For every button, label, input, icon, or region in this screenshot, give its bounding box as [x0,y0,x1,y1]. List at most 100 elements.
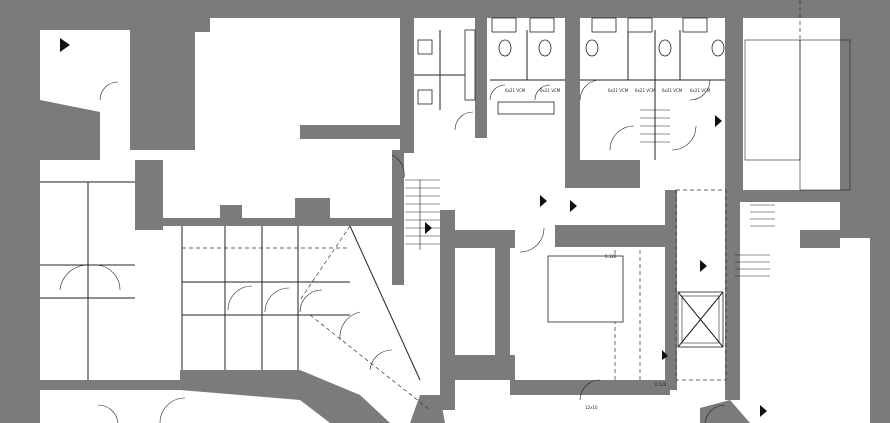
wall-east-stub [800,230,840,248]
door-swing-10 [519,227,545,253]
toilet-tank-5 [682,17,708,33]
toilet-bowl-1 [498,39,512,57]
wall-se-stub [700,400,750,423]
door-swing-7 [369,349,393,371]
wall-east-room [725,18,743,193]
dash-3 [299,225,351,301]
elevator [677,291,724,348]
door-swing-15 [454,111,474,131]
wall-corridor-north [300,125,400,139]
wall-left [0,0,22,423]
arrow-symbol-5 [700,260,707,272]
room-table [547,255,624,323]
interior-walls [22,150,840,423]
toilet-bowl-3 [585,39,599,57]
door-swing-4 [264,287,290,313]
arrow-symbol-1 [60,38,70,52]
door-swing-3 [227,285,253,311]
symbols [60,38,767,417]
toilet-bowl-2 [538,39,552,57]
arrow-symbol-3 [540,195,547,207]
label-wc-4: 6x21 VCM [635,88,656,93]
wall-east-sub [740,190,840,202]
door-swing-20 [579,379,601,401]
washbasin-1 [417,39,433,55]
wall-mid-horizontal [162,218,392,226]
wall-east-column [840,18,870,238]
wall-room-south [510,380,670,395]
door-swing-2 [94,264,121,291]
arrow-symbol-8 [662,350,668,360]
door-swing-21 [704,404,726,423]
wall-stair-west [392,150,404,285]
arrow-symbol-6 [715,115,722,127]
wall-shaft-top [455,230,515,248]
arrow-symbol-7 [760,405,767,417]
arrow-symbol-4 [570,200,577,212]
door-swing-12 [671,125,697,151]
stairs [405,109,775,277]
label-room-2: 0.120 [655,382,667,387]
staircase-east [735,204,775,277]
toilet-tank-3 [591,17,617,33]
wall-wc-east [565,18,580,188]
wall-elevator-east [725,190,740,400]
wall-right [870,0,890,423]
staircase-center [405,179,440,250]
door-swing-18 [391,154,405,179]
arrow-symbol-2 [425,222,432,234]
toilet-bowl-5 [711,39,725,57]
door-swing-6 [339,311,361,341]
wall-south-left [40,380,180,390]
wall-shaft-west [440,210,455,410]
label-wc-2: 6x21 VCM [540,88,561,93]
elevator-cross-2 [677,291,724,348]
wall-north-stairs [130,18,210,150]
wall-room-north [555,225,665,247]
door-swing-13 [579,79,601,101]
label-wc-6: 6x21 VCM [690,88,711,93]
dash-elevator-frame [675,189,727,381]
dash-4 [309,314,431,411]
door-swing-1 [59,264,89,291]
door-swing-17 [534,84,551,101]
toilet-tank-2 [529,17,555,33]
washbasin-2 [417,89,433,105]
wall-nw-block [22,18,135,160]
partitions [40,30,851,381]
sink-counter [497,101,555,115]
wall-west-inner [22,160,40,423]
toilet-tank-1 [491,17,517,33]
wall-shaft-bottom [455,355,515,380]
wall-stub-2 [295,198,330,225]
wall-pillar-1 [135,160,163,230]
wc-fixtures [417,17,725,115]
label-room-1: 0.120 [605,254,617,259]
text-labels: 6x21 VCM 6x21 VCM 6x21 VCM 6x21 VCM 6x21… [505,88,711,410]
label-wc-3: 6x21 VCM [608,88,629,93]
wall-wc-west [400,18,414,153]
wall-elevator-west [665,190,677,390]
door-swing-16 [489,84,506,101]
partition-11 [349,225,421,381]
door-swing-14 [689,79,711,101]
wall-wc-mid [475,18,487,138]
wall-shaft-east [495,230,510,380]
label-wc-5: 6x21 VCM [662,88,683,93]
toilet-bowl-4 [658,39,672,57]
elevator-inner [681,295,720,344]
door-swing-8 [159,397,186,423]
wall-top [0,0,890,18]
toilet-tank-4 [627,17,653,33]
staircase-wc [640,109,670,143]
door-swing-19 [99,81,119,101]
wall-stub-1 [220,205,242,225]
label-wc-1: 6x21 VCM [505,88,526,93]
door-swings [59,79,726,423]
label-door: 12x10 [585,405,598,410]
wall-wc-bottom [580,160,640,188]
door-swing-9 [97,404,119,423]
urinal-row [464,29,476,101]
